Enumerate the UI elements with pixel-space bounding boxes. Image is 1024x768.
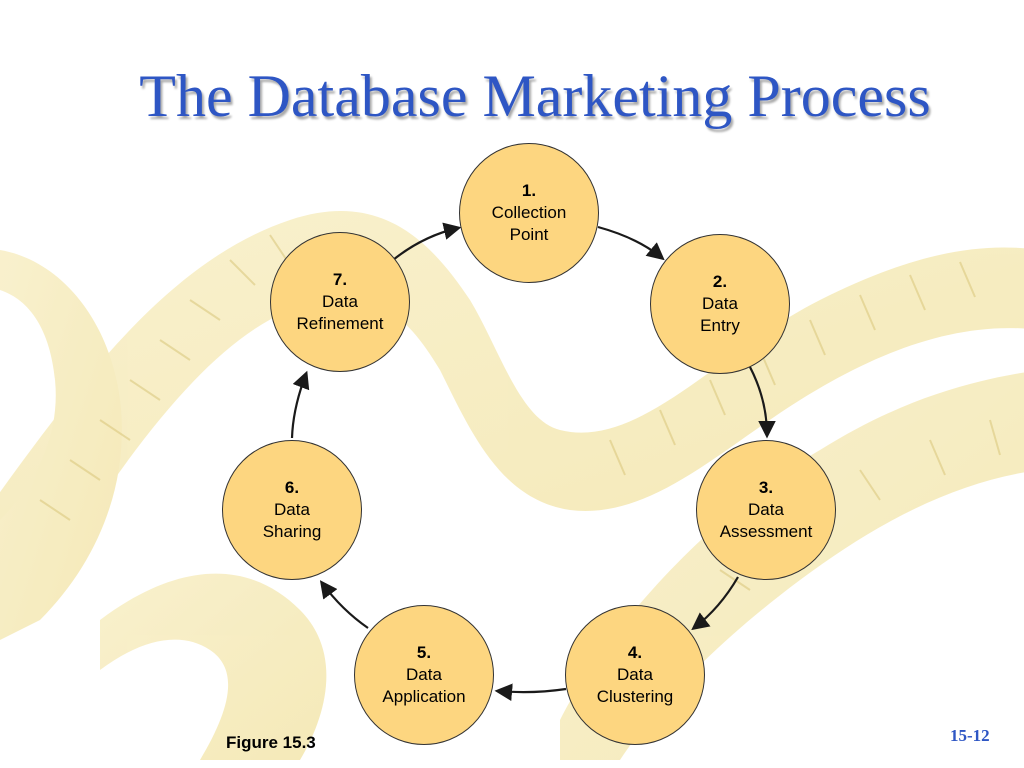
arrow-2-to-3 [749,366,776,439]
step-label-line-1: Data [274,500,310,519]
arrow-1-to-2 [597,225,665,261]
step-label-line-1: Data [617,665,653,684]
arrow-3-to-4 [691,576,739,631]
step-label-line-1: Data [322,292,358,311]
step-data-clustering: 4. Data Clustering [565,605,705,745]
arrow-6-to-7 [290,370,310,439]
step-label-line-1: Data [406,665,442,684]
step-number: 6. [284,478,300,497]
step-number: 5. [416,643,432,662]
step-data-refinement: 7. Data Refinement [270,232,410,372]
step-label-line-1: Collection [491,203,567,222]
page-title: The Database Marketing Process [139,63,931,129]
step-data-assessment: 3. Data Assessment [696,440,836,580]
step-label-line-2: Clustering [596,687,674,706]
step-number: 7. [332,270,348,289]
step-label-line-2: Assessment [719,522,813,541]
step-collection-point: 1. Collection Point [459,143,599,283]
step-label-line-2: Entry [700,316,740,335]
step-data-application: 5. Data Application [354,605,494,745]
step-label-line-1: Data [702,294,738,313]
step-label-line-2: Point [509,225,549,244]
step-label-line-2: Application [382,687,466,706]
arrow-4-to-5 [494,683,567,702]
slide-page-number: 15-12 [950,726,990,745]
arrow-7-to-1 [392,222,462,261]
step-number: 3. [758,478,774,497]
step-data-sharing: 6. Data Sharing [222,440,362,580]
step-number: 1. [521,181,537,200]
step-label-line-1: Data [748,500,784,519]
step-number: 4. [627,643,643,662]
step-number: 2. [712,272,728,291]
step-data-entry: 2. Data Entry [650,234,790,374]
arrow-5-to-6 [319,580,369,629]
step-label-line-2: Sharing [262,522,322,541]
figure-caption: Figure 15.3 [226,733,316,752]
step-label-line-2: Refinement [296,314,384,333]
